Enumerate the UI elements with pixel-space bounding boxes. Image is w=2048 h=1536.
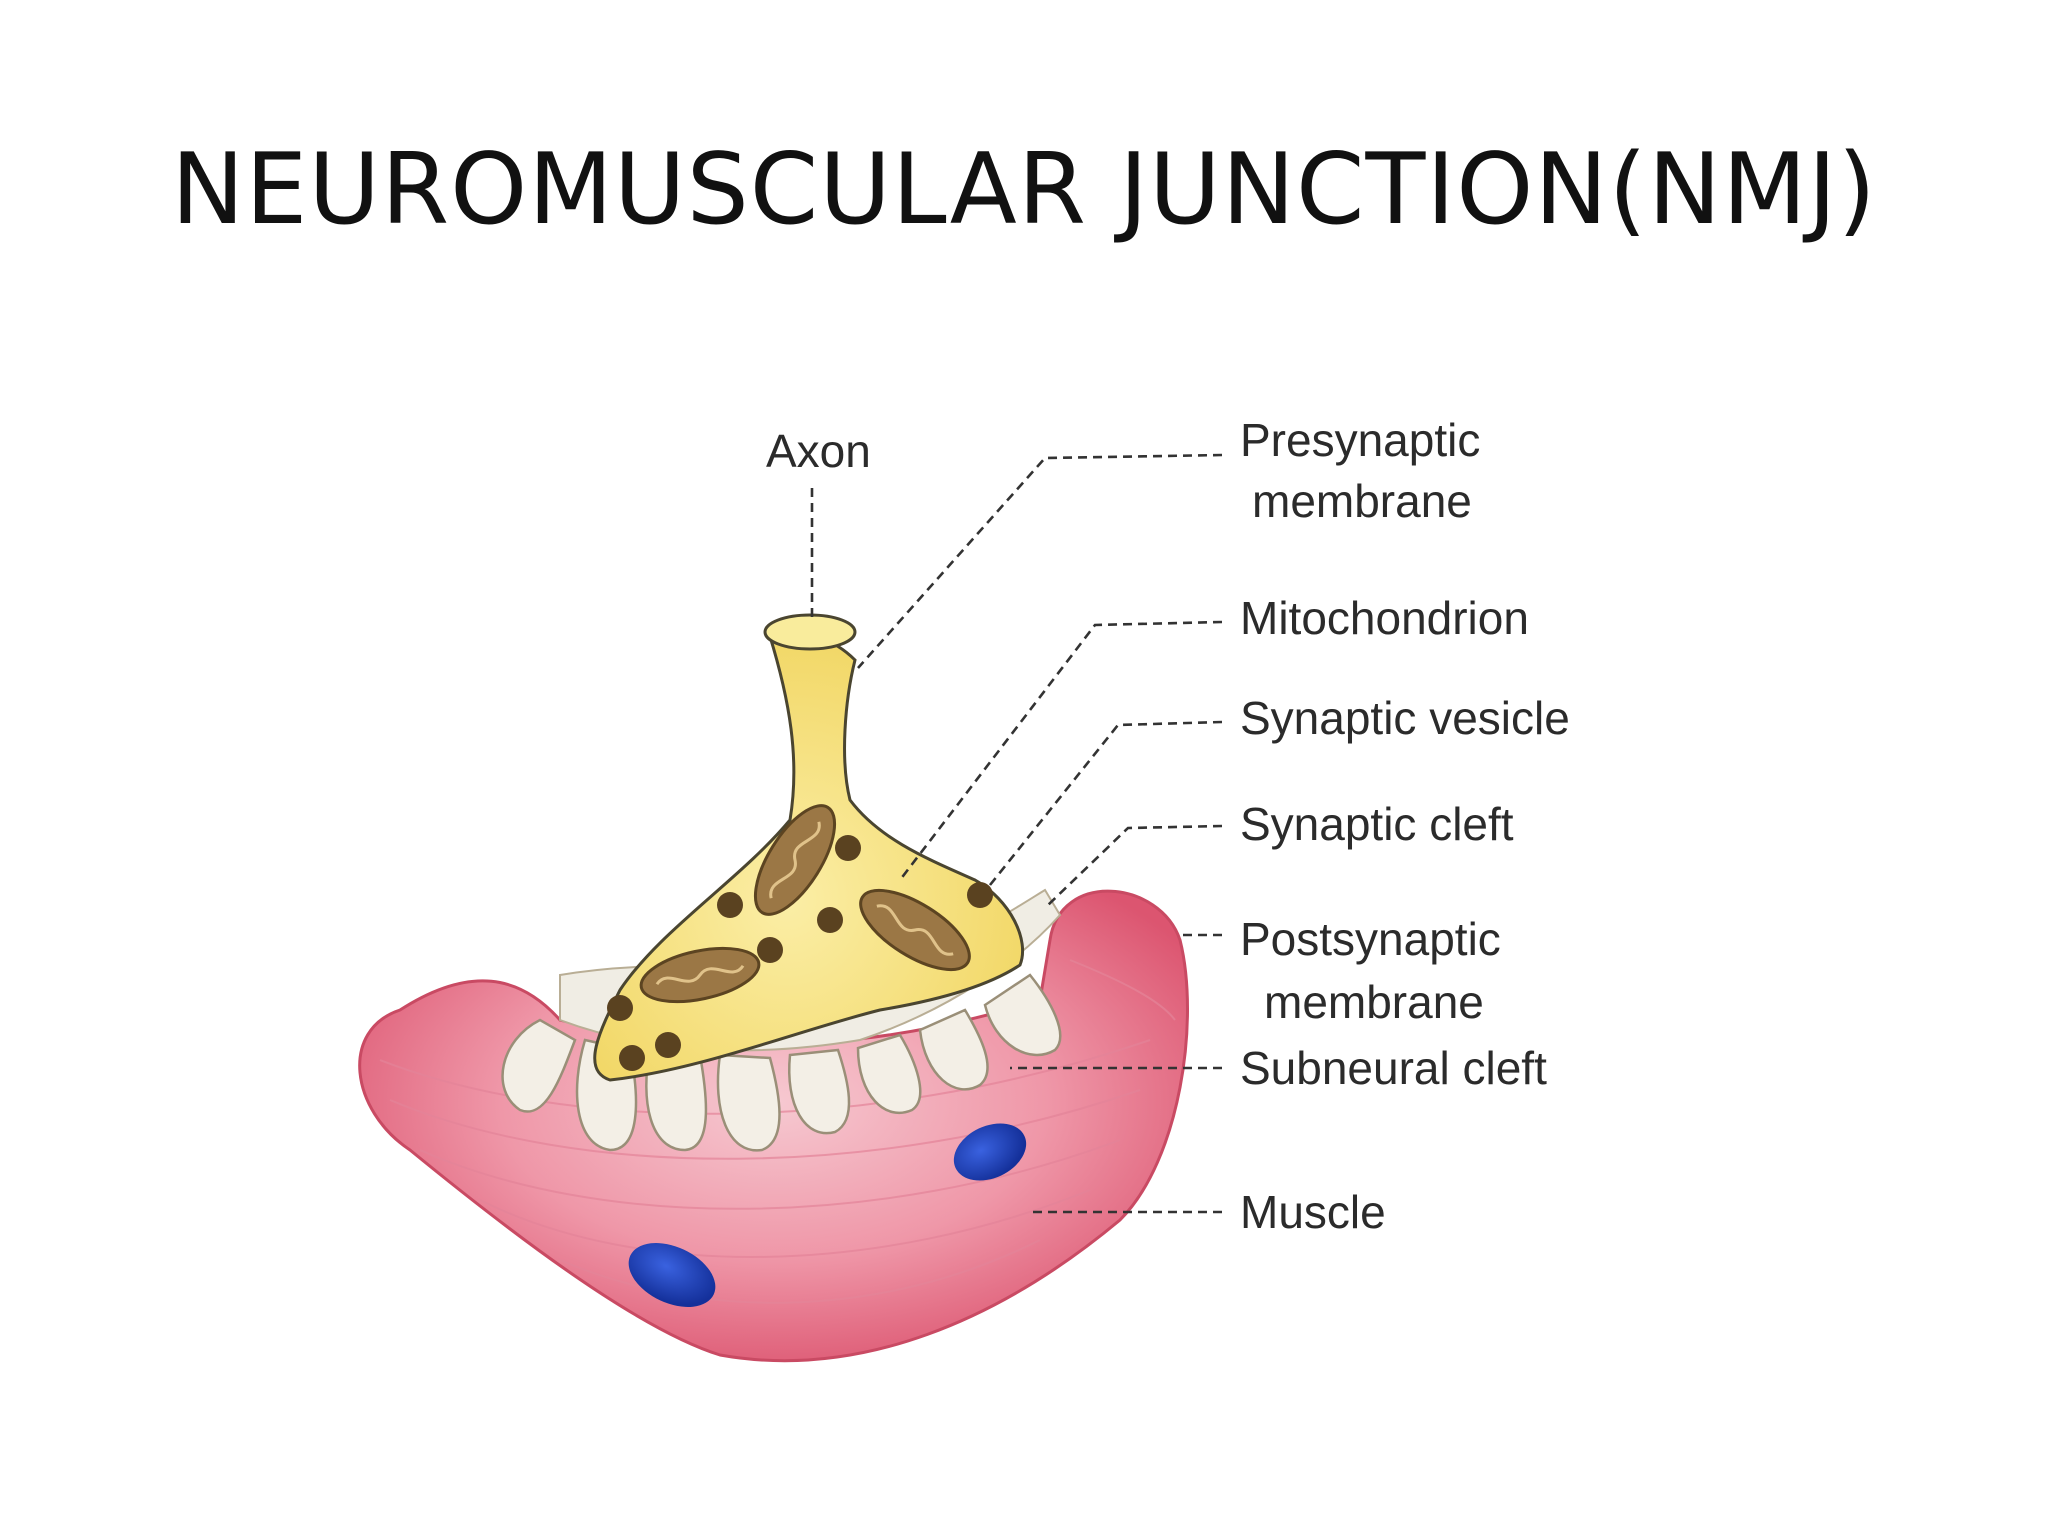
label-subneural-cleft: Subneural cleft	[1240, 1042, 1547, 1094]
label-presynaptic-line2: membrane	[1252, 475, 1472, 527]
label-presynaptic-line1: Presynaptic	[1240, 414, 1480, 466]
mitochondria	[639, 804, 971, 1004]
label-muscle: Muscle	[1240, 1186, 1386, 1238]
label-synaptic-cleft: Synaptic cleft	[1240, 798, 1514, 850]
synaptic-vesicles	[607, 835, 993, 1071]
leader-lines	[810, 453, 1223, 1214]
label-synaptic-vesicle: Synaptic vesicle	[1240, 692, 1570, 744]
slide-title: NEUROMUSCULAR JUNCTION(NMJ)	[171, 133, 1877, 247]
junctional-folds	[501, 973, 1062, 1152]
label-postsynaptic-line2: membrane	[1264, 976, 1484, 1028]
muscle-nucleus	[628, 1243, 716, 1307]
label-postsynaptic-line1: Postsynaptic	[1240, 913, 1501, 965]
label-axon: Axon	[766, 425, 871, 477]
label-mitochondrion: Mitochondrion	[1240, 592, 1529, 644]
muscle-nucleus	[953, 1123, 1027, 1181]
axon-cut-end	[763, 613, 857, 651]
